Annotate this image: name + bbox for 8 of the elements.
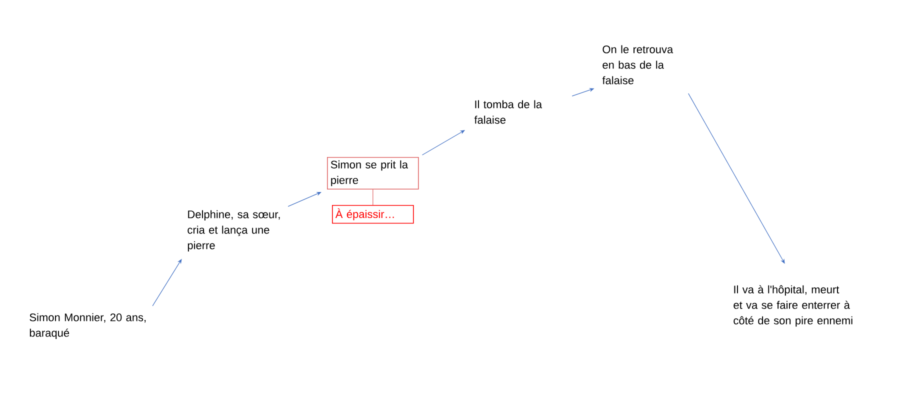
event-text: On le retrouva en bas de la falaise xyxy=(602,45,674,84)
event-text: Delphine, sa sœur, cria et lança une pierre xyxy=(188,210,280,252)
event-box: Simon se prit la pierre xyxy=(327,157,419,190)
arrow xyxy=(288,192,322,207)
event-text: Il va à l'hôpital, meurt et va se faire enterrer à côté de son pire ennemi xyxy=(734,285,852,327)
note-box: À épaissir… xyxy=(332,205,414,224)
event-text: Simon Monnier, 20 ans, baraqué xyxy=(30,313,146,339)
event-text: Il tomba de la falaise xyxy=(474,100,542,124)
